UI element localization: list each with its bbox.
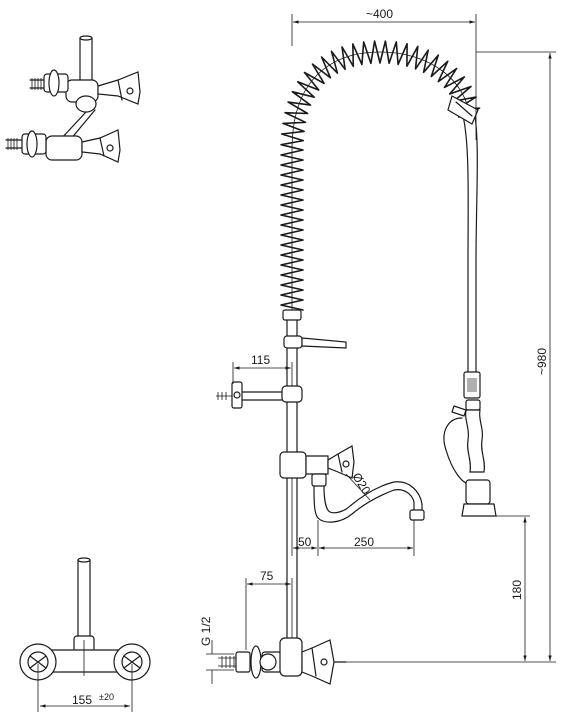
dimension-thread: G 1/2 xyxy=(199,616,213,646)
wall-inlet xyxy=(218,637,347,685)
swivel-spout xyxy=(313,481,425,523)
dimension-height-total: ~980 xyxy=(535,348,549,375)
spring-coil xyxy=(280,40,481,311)
dimension-centers: 155 xyxy=(72,693,92,707)
dimension-bracket-offset: 115 xyxy=(251,353,270,367)
dimension-bracket-offset-group: 115 xyxy=(232,353,293,386)
dimension-spout-reach-group: 50 250 xyxy=(291,478,415,556)
isometric-detail-view xyxy=(5,35,141,163)
dimension-height-total-group: ~980 xyxy=(346,51,556,663)
spray-valve xyxy=(443,371,497,517)
dimension-spout-reach: 250 xyxy=(354,535,374,549)
front-detail-view: 155 ±20 xyxy=(19,557,151,712)
dimension-inlet-offset: 75 xyxy=(260,569,274,583)
dimension-width-top: ~400 xyxy=(366,7,393,21)
dimension-centers-tolerance: ±20 xyxy=(99,692,114,702)
dimension-width-top-group: ~400 xyxy=(291,7,477,140)
spring-hook xyxy=(283,335,347,349)
dimension-spray-height-group: 180 xyxy=(496,515,530,661)
riser-pipe xyxy=(282,309,302,641)
pre-rinse-hose xyxy=(447,95,479,373)
dimension-thread-group: G 1/2 xyxy=(199,616,234,684)
dimension-inlet-offset-group: 75 xyxy=(245,569,293,650)
main-view: ~400 ~980 180 115 Ø20 xyxy=(199,7,556,685)
dimension-spray-height: 180 xyxy=(510,580,524,600)
dimension-spout-offset: 50 xyxy=(298,535,312,549)
spout-valve xyxy=(279,445,355,487)
dimension-spout-diameter: Ø20 xyxy=(349,470,373,497)
wall-bracket xyxy=(216,381,303,409)
